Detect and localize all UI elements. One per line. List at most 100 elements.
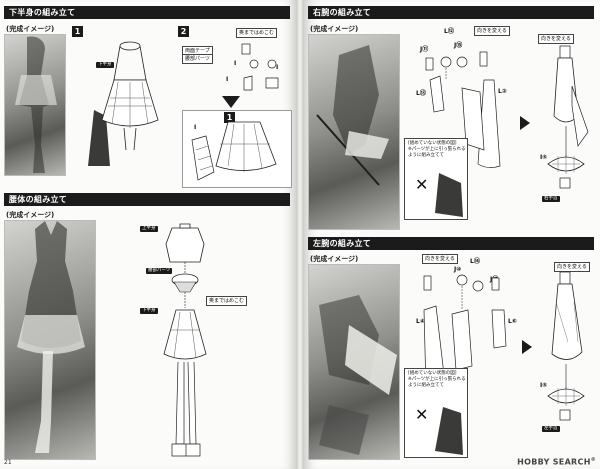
right-arm-warning-box: [組めていない状態の図] ※パーツが上に引っ張られるように組み立てて ✕ bbox=[404, 138, 468, 220]
watermark-reg: ® bbox=[590, 457, 596, 464]
left-arm-turn-callout-2: 向きを変える bbox=[554, 262, 590, 272]
right-arm-turn-callout-1: 向きを変える bbox=[474, 26, 510, 36]
right-arm-title: 右腕の組み立て bbox=[308, 6, 594, 19]
upper-body-tag: 上半身 bbox=[140, 226, 158, 232]
left-arm-arrow bbox=[522, 340, 532, 354]
la-label-l-right-letter: L bbox=[508, 318, 512, 325]
right-arm-arrow bbox=[520, 116, 530, 130]
la-label-l-top: L⑭ bbox=[470, 256, 480, 265]
la-label-j-1-letter: J bbox=[454, 266, 457, 273]
la-label-i-hand-number: ⑤ bbox=[542, 382, 548, 389]
la-label-j-1-number: ⑩ bbox=[456, 266, 462, 273]
torso-press-in-callout: 奥まではめこむ bbox=[206, 296, 248, 306]
ra-label-j-1-letter: J bbox=[420, 46, 423, 53]
step-2-small-parts bbox=[241, 43, 279, 91]
lower-body-title: 下半身の組み立て bbox=[4, 6, 290, 19]
right-arm-warning-title: [組めていない状態の図] bbox=[408, 141, 457, 146]
la-label-l-left-number: ④ bbox=[419, 318, 425, 325]
torso-subtitle: (完成イメージ) bbox=[6, 211, 55, 219]
ra-label-j-1: J⑪ bbox=[420, 44, 428, 53]
la-label-i-hand-letter: I bbox=[540, 382, 543, 389]
hobby-search-watermark: HOBBY SEARCH® bbox=[517, 457, 596, 467]
ra-label-j-2-letter: J bbox=[454, 42, 457, 49]
part-label-i-2: I bbox=[226, 76, 229, 83]
ra-label-l-left: L⑬ bbox=[416, 88, 426, 97]
ra-label-l-top-letter: L bbox=[444, 28, 448, 35]
step-2-arrow bbox=[222, 96, 240, 108]
left-arm-figure-silhouette bbox=[319, 295, 397, 455]
part-label-i-4: I bbox=[194, 124, 197, 131]
step-2-badge: 2 bbox=[178, 26, 189, 37]
step-1-badge: 1 bbox=[72, 26, 83, 37]
step-1-skirt-drawing bbox=[101, 41, 159, 151]
ra-label-i-hand-number: ⑤ bbox=[542, 154, 548, 161]
part-label-i-1: I bbox=[234, 60, 237, 67]
la-label-l-left-letter: L bbox=[416, 318, 420, 325]
ra-label-l-right-letter: L bbox=[498, 88, 502, 95]
lower-body-subtitle: (完成イメージ) bbox=[6, 25, 55, 33]
left-arm-wrong-part bbox=[435, 407, 463, 455]
ra-label-l-top: L⑫ bbox=[444, 26, 454, 35]
left-arm-warning-note: ※パーツが上に引っ張られるように組み立てて bbox=[408, 377, 466, 388]
right-arm-assembled-drawing bbox=[547, 45, 589, 189]
left-arm-wrong-mark: ✕ bbox=[415, 405, 429, 424]
ra-label-l-right: L② bbox=[498, 88, 507, 95]
torso-title: 腰体の組み立て bbox=[4, 193, 290, 206]
ra-label-l-top-number: ⑫ bbox=[447, 28, 454, 35]
left-arm-subtitle: (完成イメージ) bbox=[310, 255, 359, 263]
la-label-l-right: L⑥ bbox=[508, 318, 517, 325]
ra-label-i-hand: I⑤ bbox=[540, 154, 547, 161]
right-page: 右腕の組み立て (完成イメージ) 向きを変える 向きを変える L⑫ J⑪ J⑮ … bbox=[304, 0, 600, 469]
right-arm-wrong-mark: ✕ bbox=[415, 175, 429, 194]
step-2-skirt-drawing bbox=[191, 121, 277, 181]
book-gutter bbox=[296, 0, 304, 469]
waist-parts-tag: 腰部パーツ bbox=[146, 268, 173, 274]
tail-part-icon bbox=[88, 110, 110, 166]
ra-label-l-left-number: ⑬ bbox=[419, 90, 426, 97]
right-arm-wrong-part bbox=[435, 173, 463, 217]
right-arm-photo bbox=[308, 34, 400, 230]
right-arm-warning-text: [組めていない状態の図] ※パーツが上に引っ張られるように組み立てて bbox=[408, 141, 466, 159]
lower-body-tag: 下半身 bbox=[96, 62, 114, 68]
ra-label-j-2-number: ⑮ bbox=[456, 42, 463, 49]
right-arm-parts-drawing bbox=[425, 51, 501, 168]
ra-label-j-2: J⑮ bbox=[454, 40, 462, 49]
left-arm-photo bbox=[308, 264, 400, 460]
right-arm-warning-note: ※パーツが上に引っ張られるように組み立てて bbox=[408, 147, 466, 158]
right-arm-figure-silhouette bbox=[316, 45, 389, 186]
la-label-j-1: J⑩ bbox=[454, 266, 461, 273]
step-1-inset-badge: 1 bbox=[224, 112, 235, 123]
la-label-l-left: L④ bbox=[416, 318, 425, 325]
ra-label-l-left-letter: L bbox=[416, 90, 420, 97]
left-arm-warning-box: [組めていない状態の図] ※パーツが上に引っ張られるように組み立てて ✕ bbox=[404, 368, 468, 458]
waist-parts-callout: 腰部パーツ bbox=[182, 54, 213, 64]
watermark-brand: HOBBY SEARCH bbox=[517, 458, 591, 467]
ra-label-l-right-number: ② bbox=[501, 88, 507, 95]
torso-figure-silhouette bbox=[17, 221, 85, 453]
ra-label-j-1-number: ⑪ bbox=[422, 46, 429, 53]
right-wrist-tag: 右手首 bbox=[542, 196, 560, 202]
left-arm-warning-title: [組めていない状態の図] bbox=[408, 371, 457, 376]
torso-assembly-drawing bbox=[163, 223, 207, 457]
right-arm-subtitle: (完成イメージ) bbox=[310, 25, 359, 33]
lower-body-photo bbox=[4, 34, 66, 176]
part-label-i-3: I bbox=[276, 64, 279, 71]
left-arm-warning-text: [組めていない状態の図] ※パーツが上に引っ張られるように組み立てて bbox=[408, 371, 466, 389]
ra-label-i-hand-letter: I bbox=[540, 154, 543, 161]
lower-body-tag-2: 下半身 bbox=[140, 308, 158, 314]
left-arm-assembled-drawing bbox=[547, 271, 585, 421]
la-label-i-hand: I⑤ bbox=[540, 382, 547, 389]
la-label-j-2-letter: J bbox=[490, 276, 493, 283]
la-label-l-top-letter: L bbox=[470, 258, 474, 265]
page-number: 21 bbox=[4, 459, 12, 466]
la-label-l-right-number: ⑥ bbox=[511, 318, 517, 325]
right-arm-turn-callout-2: 向きを変える bbox=[538, 34, 574, 44]
torso-photo bbox=[4, 220, 96, 460]
left-page: 下半身の組み立て (完成イメージ) 1 下半身 2 奥まではめこむ 両面テープ … bbox=[0, 0, 296, 469]
press-in-callout: 奥まではめこむ bbox=[236, 28, 278, 38]
la-label-l-top-number: ⑭ bbox=[473, 258, 480, 265]
left-arm-title: 左腕の組み立て bbox=[308, 237, 594, 250]
left-wrist-tag: 左手首 bbox=[542, 426, 560, 432]
left-arm-turn-callout-1: 向きを変える bbox=[422, 254, 458, 264]
lower-body-figure-silhouette bbox=[15, 36, 57, 173]
